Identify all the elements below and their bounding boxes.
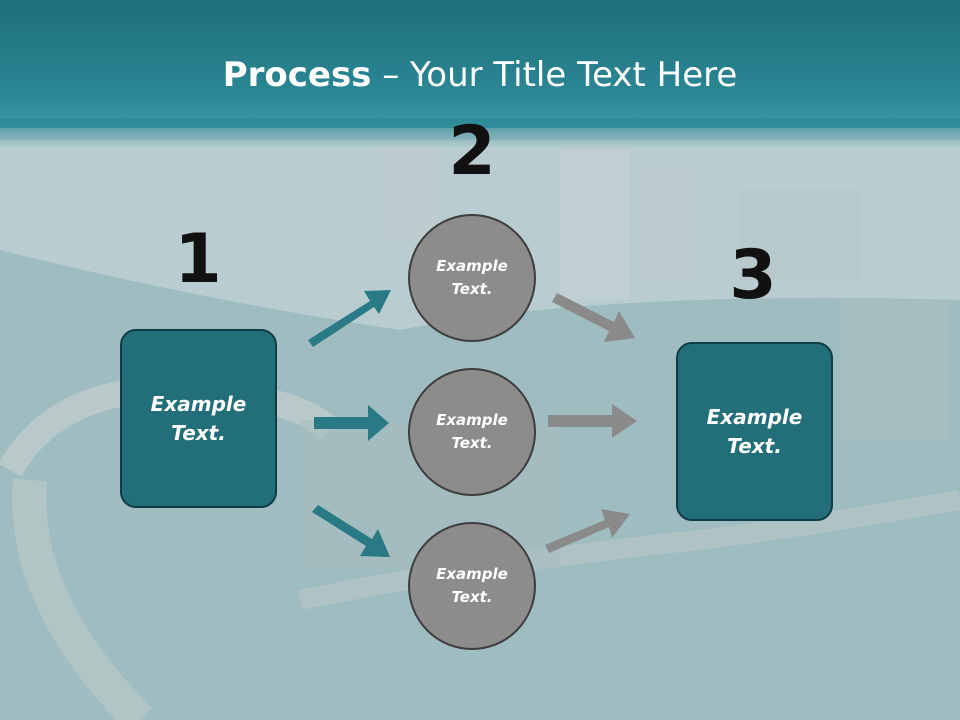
- circle-middle-line2: Text.: [451, 434, 493, 452]
- step-number-2: 2: [448, 112, 496, 191]
- step-number-1: 1: [174, 220, 222, 299]
- box-right-line1: Example: [706, 404, 803, 429]
- step-number-3: 3: [729, 236, 777, 315]
- title-bar: [0, 0, 960, 128]
- box-left-line1: Example: [150, 391, 247, 416]
- circle-bottom-line1: Example: [436, 565, 508, 583]
- box-right-line2: Text.: [727, 433, 782, 458]
- circle-bottom-line2: Text.: [451, 588, 493, 606]
- title-bold: Process: [222, 55, 372, 95]
- slide-title: Process – Your Title Text Here: [0, 52, 960, 98]
- circle-top-line1: Example: [436, 257, 508, 275]
- box-left-line2: Text.: [171, 420, 226, 445]
- title-bar-fade: [0, 118, 960, 148]
- title-rest: – Your Title Text Here: [371, 55, 738, 95]
- circle-middle-line1: Example: [436, 411, 508, 429]
- circle-top-line2: Text.: [451, 280, 493, 298]
